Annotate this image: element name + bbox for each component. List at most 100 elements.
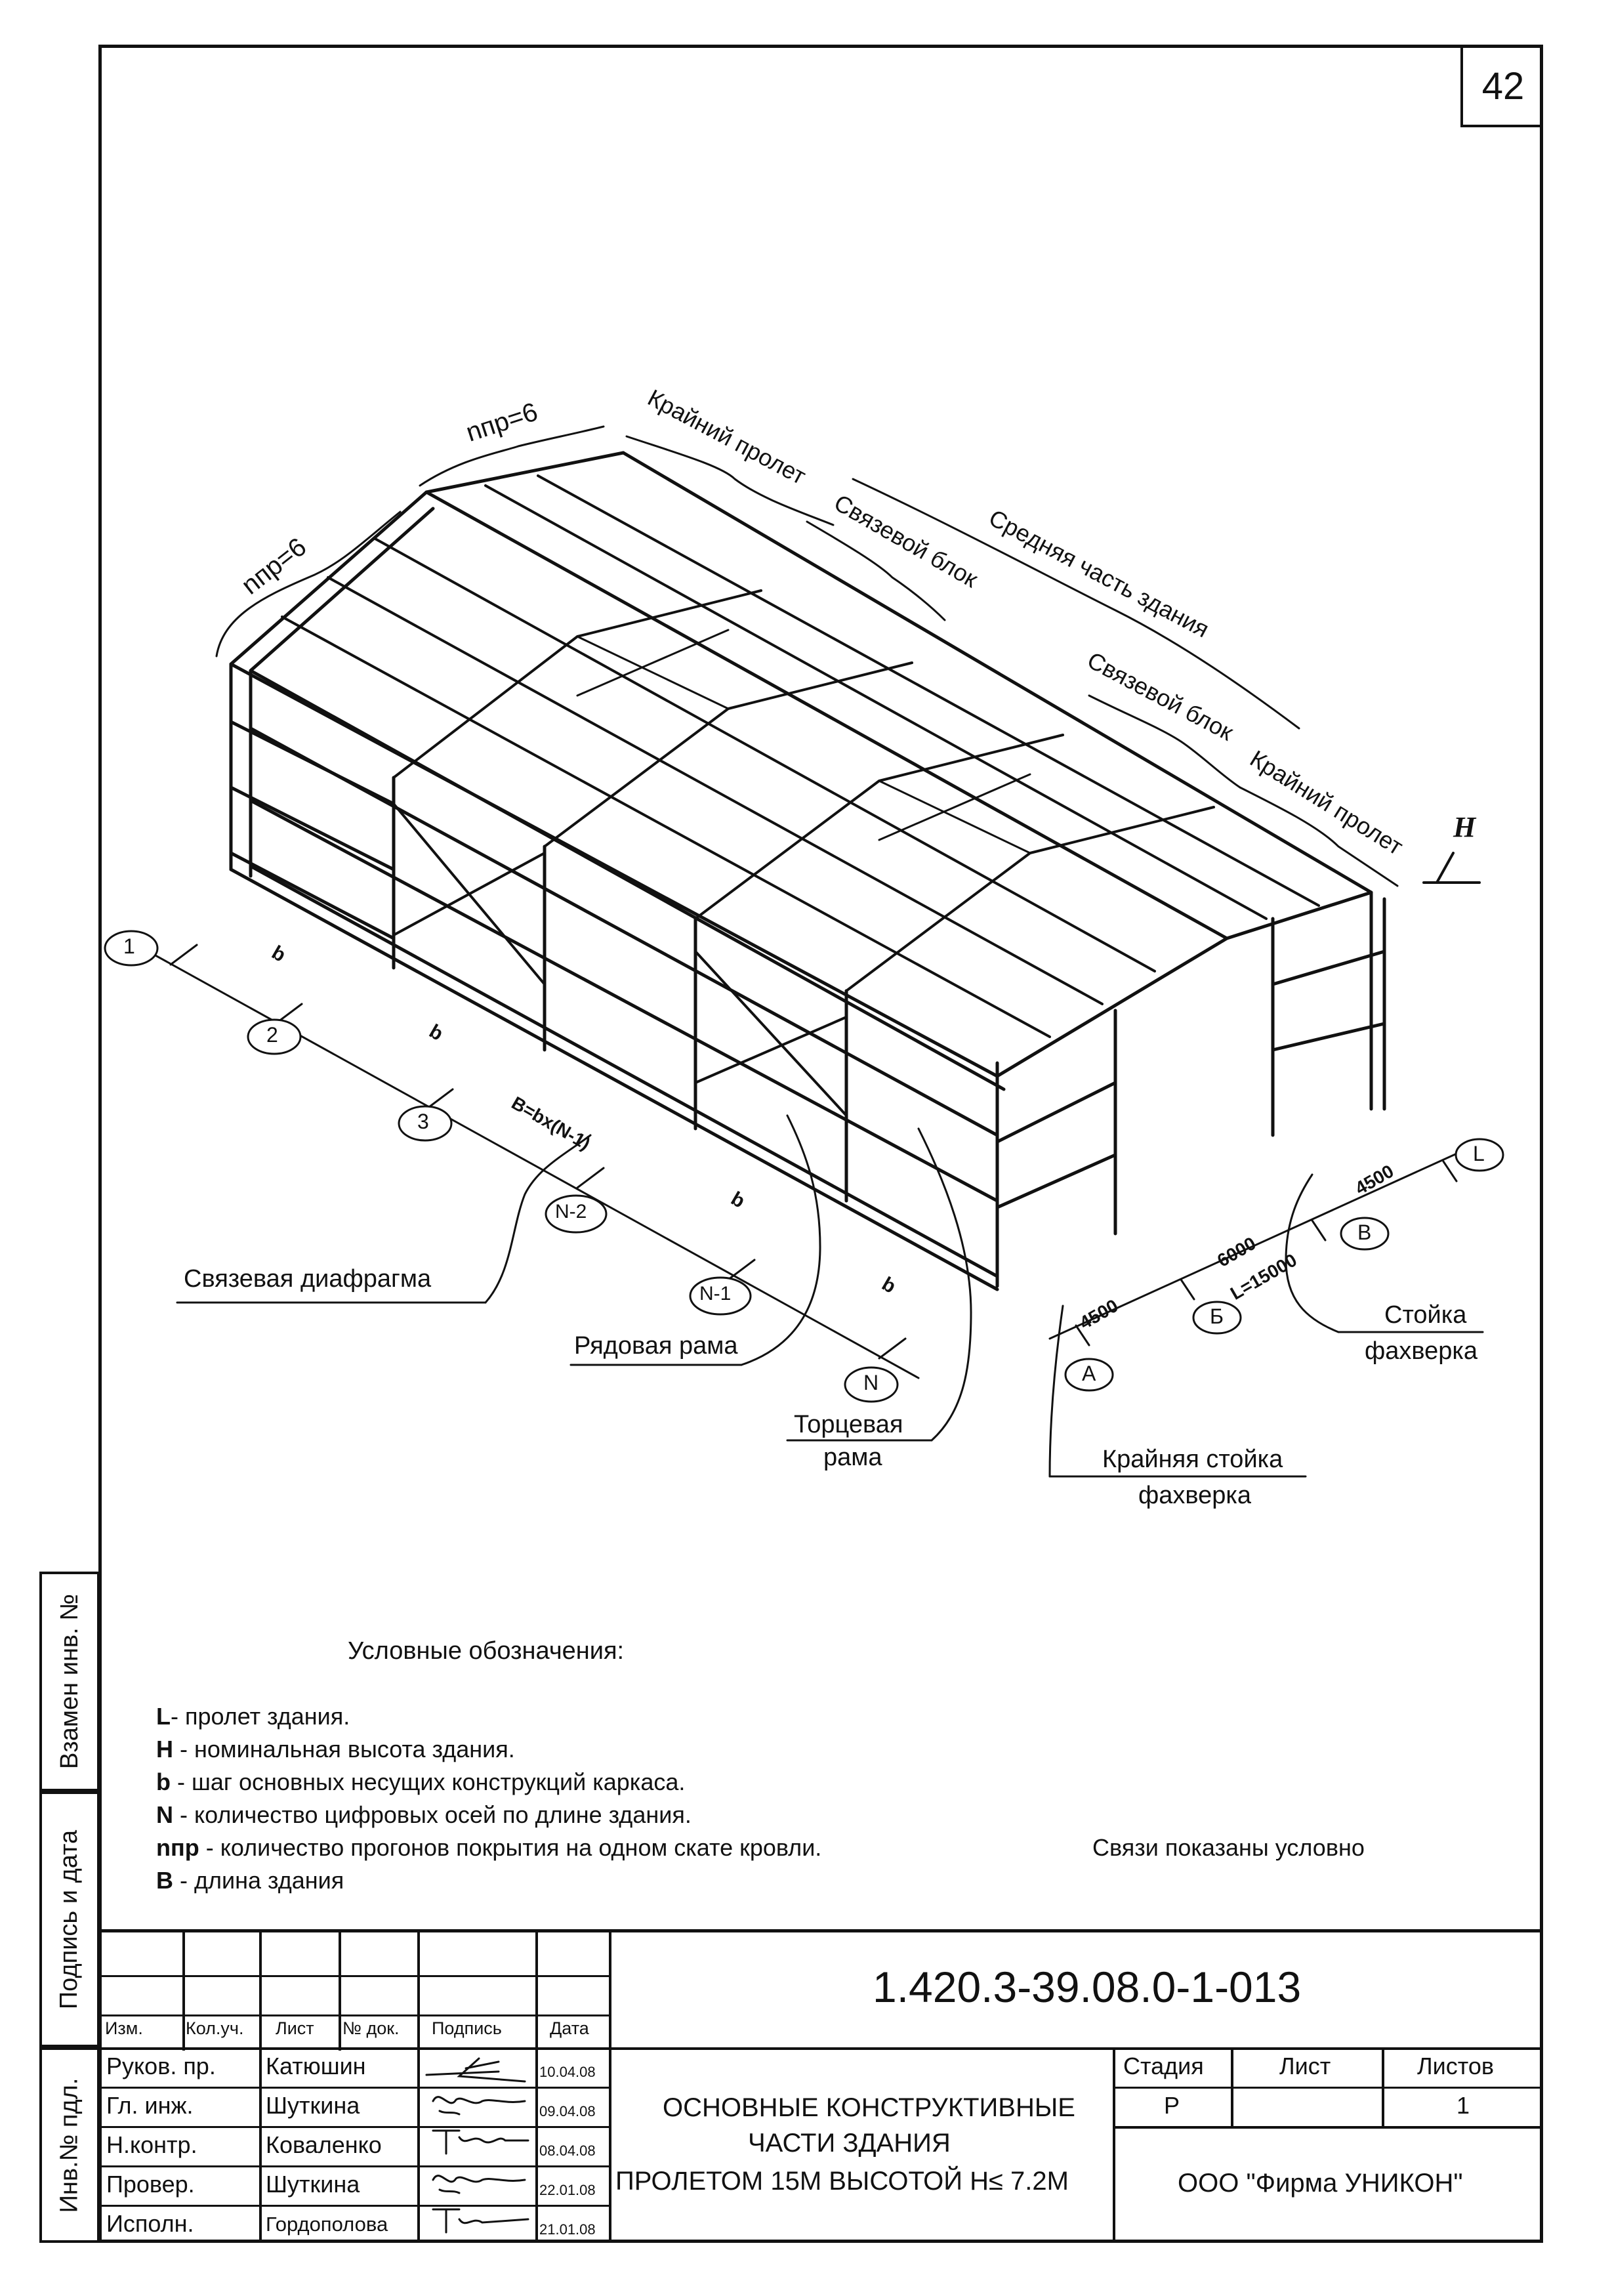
brace-edge-bottom [1239, 786, 1399, 887]
callout-post-1: Стойка [1384, 1301, 1467, 1329]
span-dim-line [1048, 1140, 1484, 1340]
tb-header-docno: № док. [342, 2018, 400, 2038]
tb-role-2: Н.контр. [106, 2131, 197, 2158]
axis-label-v-cyr: В [1357, 1221, 1372, 1244]
title-block [98, 1929, 1543, 2243]
signatures [425, 2057, 529, 2234]
tb-date-0: 10.04.08 [539, 2064, 596, 2080]
signature-4 [432, 2208, 529, 2234]
axis-label-2: 2 [266, 1023, 278, 1047]
tb-role-3: Провер. [106, 2171, 195, 2198]
side-stamp-inv-orig: Инв.№ пдл. [39, 2047, 100, 2243]
legend-item: B - длина здания [156, 1867, 344, 1894]
axis-bubble-l [1455, 1138, 1504, 1172]
leader-end-frame [917, 1127, 972, 1442]
doc-title-line-1: ОСНОВНЫЕ КОНСТРУКТИВНЫЕ [663, 2093, 1075, 2122]
axis-bubble-3 [398, 1105, 453, 1142]
axis-label-1: 1 [123, 934, 135, 958]
tb-name-2: Коваленко [266, 2131, 382, 2158]
callout-end-frame-2: рама [823, 1444, 882, 1471]
brace-npr-top [419, 425, 605, 487]
leader-edge-post [1048, 1305, 1064, 1478]
axis-label-a: A [1082, 1362, 1096, 1385]
front-base [229, 867, 999, 1291]
doc-title-line-2: ЧАСТИ ЗДАНИЯ [748, 2129, 951, 2158]
callout-end-frame-1: Торцевая [794, 1411, 903, 1438]
callout-edge-post-2: фахверка [1138, 1482, 1252, 1509]
doc-title-line-3: ПРОЛЕТОМ 15М ВЫСОТОЙ H≤ 7.2М [615, 2167, 1069, 2196]
label-height: H [1453, 811, 1476, 843]
axis-label-l: L [1473, 1142, 1485, 1165]
side-stamp-replace-inv: Взамен инв. № [39, 1572, 100, 1791]
axis-bubble-b-cyr [1192, 1301, 1242, 1335]
tb-date-4: 21.01.08 [539, 2221, 596, 2238]
company-name: ООО "Фирма УНИКОН" [1178, 2169, 1463, 2198]
signature-3 [432, 2175, 526, 2194]
right-end-girts [995, 950, 1386, 1209]
axis-bubble-2 [247, 1018, 302, 1055]
rafters [392, 589, 1215, 992]
leader-post [1285, 1173, 1340, 1333]
tb-role-0: Руков. пр. [106, 2053, 216, 2079]
legend-item: nпр - количество прогонов покрытия на од… [156, 1834, 822, 1861]
brace-block-bottom [1088, 694, 1241, 789]
axis-bubble-n [844, 1366, 899, 1403]
axis-bubble-n1 [689, 1276, 752, 1316]
right-end-frame [995, 890, 1386, 1236]
front-eave [229, 662, 1006, 1091]
legend-item: L- пролет здания. [156, 1703, 350, 1730]
stage-value: Р [1164, 2092, 1180, 2119]
left-end-girts [229, 720, 396, 940]
sheets-value: 1 [1457, 2092, 1470, 2119]
signature-1 [432, 2096, 526, 2116]
axis-bubble-n2 [545, 1194, 608, 1234]
front-girts [249, 726, 999, 1278]
tb-header-qty: Кол.уч. [186, 2018, 244, 2038]
signature-0 [425, 2057, 526, 2083]
tb-header-sheet: Лист [276, 2018, 314, 2038]
page-number: 42 [1460, 47, 1543, 127]
signature-2 [432, 2129, 529, 2155]
ridge [424, 451, 1373, 940]
axis-ticks [169, 944, 907, 1360]
wall-braces [392, 803, 848, 1117]
axis-label-b-cyr: Б [1210, 1305, 1224, 1328]
drawing-frame [98, 45, 1543, 2243]
building-frame-drawing [104, 425, 1504, 1478]
brace-middle [852, 478, 1300, 730]
tb-date-1: 09.04.08 [539, 2103, 596, 2119]
height-marker [1422, 852, 1481, 884]
sheets-header: Листов [1417, 2053, 1494, 2079]
tb-role-4: Исполн. [106, 2210, 194, 2237]
legend-note: Связи показаны условно [1092, 1834, 1365, 1861]
axis-dim-line [123, 937, 920, 1379]
legend-item: b - шаг основных несущих конструкций кар… [156, 1768, 686, 1795]
tb-name-4: Гордополова [266, 2213, 388, 2236]
axis-label-n1: N-1 [699, 1283, 732, 1305]
sheet-header: Лист [1279, 2053, 1331, 2079]
tb-name-3: Шуткина [266, 2171, 360, 2198]
brace-npr-left [215, 511, 402, 657]
front-posts [392, 776, 999, 1288]
span-ticks [1075, 1160, 1458, 1346]
callout-brace-diaphragm: Связевая диафрагма [184, 1265, 432, 1293]
callout-post-2: фахверка [1365, 1337, 1478, 1365]
axis-label-3: 3 [417, 1110, 429, 1133]
axis-bubble-v-cyr [1340, 1217, 1390, 1251]
side-stamp-sign-date: Подпись и дата [39, 1791, 100, 2047]
axis-bubble-1 [104, 930, 159, 967]
leader-row-frame [740, 1114, 821, 1366]
tb-date-2: 08.04.08 [539, 2142, 596, 2159]
left-end-frame [229, 451, 625, 878]
legend-item: N - количество цифровых осей по длине зд… [156, 1801, 692, 1828]
legend-item: H - номинальная высота здания. [156, 1736, 515, 1763]
axis-label-n2: N-2 [555, 1201, 587, 1222]
callout-edge-post-1: Крайняя стойка [1102, 1446, 1283, 1473]
axis-bubble-a [1064, 1358, 1114, 1392]
brace-block-top [806, 520, 946, 621]
tb-header-date: Дата [550, 2018, 589, 2038]
roof-purlins [281, 474, 1320, 1038]
tb-header-change: Изм. [105, 2018, 143, 2038]
stage-header: Стадия [1123, 2053, 1204, 2079]
tb-role-1: Гл. инж. [106, 2092, 194, 2119]
